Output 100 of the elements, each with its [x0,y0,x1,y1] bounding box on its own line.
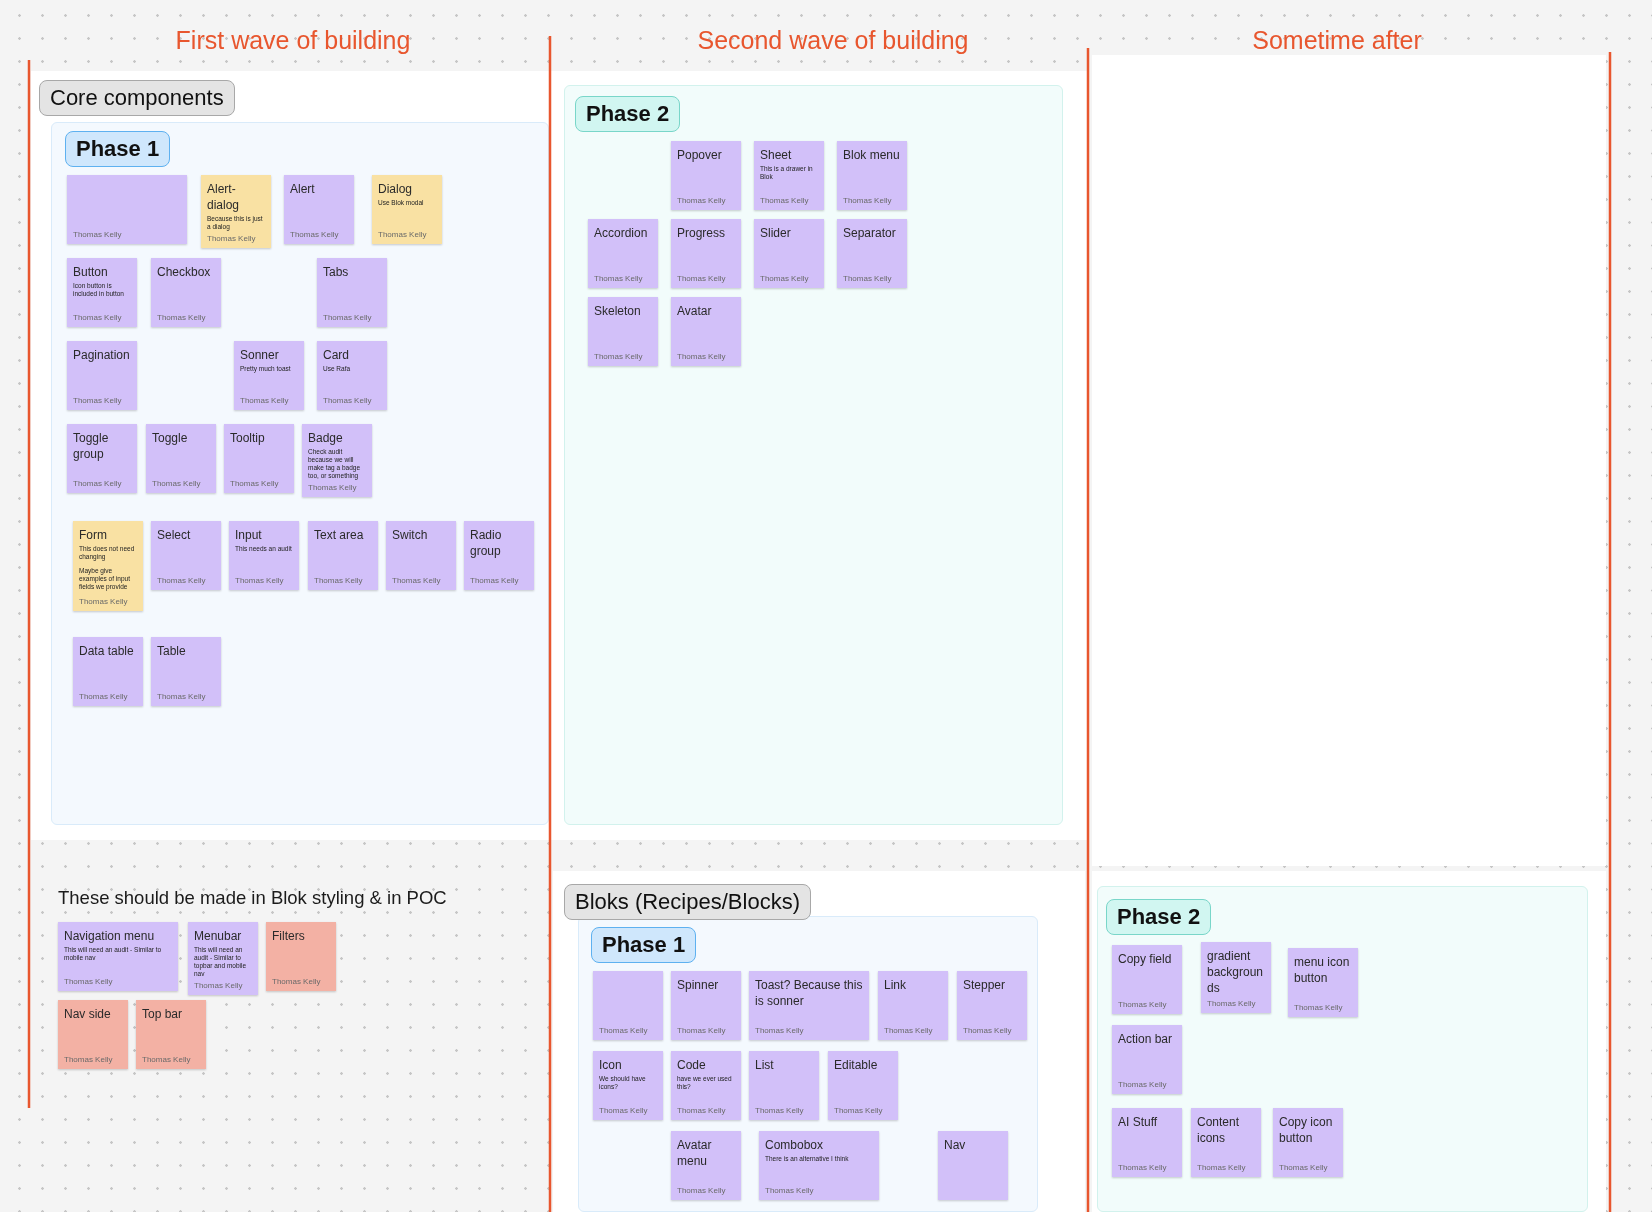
author-name: Thomas Kelly [1118,1162,1168,1173]
note-title: Code [677,1057,707,1073]
sticky-note [73,637,143,706]
author-name: Thomas Kelly [64,976,114,987]
note-title: Alert-dialog [207,181,241,213]
author-name: Thomas Kelly [677,273,727,284]
author-name: Thomas Kelly [677,1105,727,1116]
sticky-note [136,1000,206,1069]
sticky-note [151,637,221,706]
sticky-note [837,219,907,288]
sticky-note [188,922,258,995]
sticky-note [67,175,187,244]
author-name: Thomas Kelly [677,1185,727,1196]
note-title: Editable [834,1057,879,1073]
note-title: Toast? Because this is sonner [755,977,864,1009]
author-name: Thomas Kelly [843,273,893,284]
author-name: Thomas Kelly [1279,1162,1329,1173]
sticky-note [151,258,221,327]
author-name: Thomas Kelly [755,1025,805,1036]
author-name: Thomas Kelly [677,1025,727,1036]
note-title: Icon [599,1057,623,1073]
author-name: Thomas Kelly [760,273,810,284]
column-heading: Second wave of building [697,25,969,55]
sticky-note [1201,942,1271,1013]
sticky-note [671,1131,741,1200]
section-heading: Bloks (Recipes/Blocks) [564,884,811,920]
author-name: Thomas Kelly [884,1025,934,1036]
note-title: Sonner [240,347,280,363]
sticky-note [1112,1108,1182,1177]
author-name: Thomas Kelly [1118,1079,1168,1090]
phase-label: Phase 2 [1106,899,1212,935]
sticky-note [759,1131,879,1200]
sticky-note [464,521,534,590]
author-name: Thomas Kelly [73,312,123,323]
note-title: Menubar [194,928,243,944]
note-title: Navigation menu [64,928,156,944]
author-name: Thomas Kelly [834,1105,884,1116]
sticky-note [308,521,378,590]
note-title: Nav [944,1137,967,1153]
author-name: Thomas Kelly [1197,1162,1247,1173]
author-name: Thomas Kelly [594,351,644,362]
note-title: Toggle group [73,430,110,462]
note-title: List [755,1057,775,1073]
note-title: Copy icon button [1279,1114,1334,1146]
note-title: Copy field [1118,951,1173,967]
author-name: Thomas Kelly [323,312,373,323]
author-name: Thomas Kelly [963,1025,1013,1036]
sticky-note [828,1051,898,1120]
note-title: Tabs [323,264,350,280]
author-name: Thomas Kelly [765,1185,815,1196]
author-name: Thomas Kelly [1294,1002,1344,1013]
sticky-note [671,297,741,366]
sticky-note [671,141,741,210]
note-title: Content icons [1197,1114,1241,1146]
note-title: Stepper [963,977,1007,993]
note-title: Pagination [73,347,131,363]
sticky-note [957,971,1027,1040]
sticky-note [671,219,741,288]
note-title: Tooltip [230,430,266,446]
column-heading: First wave of building [175,25,411,55]
note-title: Combobox [765,1137,825,1153]
sticky-note [67,424,137,493]
note-title: Avatar [677,303,713,319]
author-name: Thomas Kelly [378,229,428,240]
sticky-note [58,922,178,991]
note-title: gradient backgrounds [1207,948,1265,996]
note-title: Button [73,264,109,280]
column-heading: Sometime after [1252,25,1422,55]
sticky-note [224,424,294,493]
author-name: Thomas Kelly [272,976,322,987]
sticky-note [837,141,907,210]
sticky-note [73,521,143,611]
sticky-note [146,424,216,493]
note-title: Nav side [64,1006,112,1022]
author-name: Thomas Kelly [308,482,358,493]
sticky-note [754,141,824,210]
section-heading: Core components [39,80,235,116]
phase-label: Phase 1 [591,927,697,963]
section-frame [31,71,1087,840]
sticky-note [67,341,137,410]
section-note: These should be made in Blok styling & in POC [58,887,447,909]
note-title: Input [235,527,263,543]
sticky-note [1288,948,1358,1017]
author-name: Thomas Kelly [594,273,644,284]
sticky-note [938,1131,1008,1200]
author-name: Thomas Kelly [760,195,810,206]
note-title: Blok menu [843,147,901,163]
author-name: Thomas Kelly [235,575,285,586]
author-name: Thomas Kelly [599,1025,649,1036]
note-title: Checkbox [157,264,212,280]
sticky-note [1191,1108,1261,1177]
note-title: Accordion [594,225,649,241]
sticky-note [317,341,387,410]
note-title: Spinner [677,977,720,993]
note-title: Form [79,527,108,543]
section-frame [553,871,1085,1212]
author-name: Thomas Kelly [599,1105,649,1116]
sticky-note [1112,1025,1182,1094]
sticky-note [201,175,271,248]
sticky-note [67,258,137,327]
